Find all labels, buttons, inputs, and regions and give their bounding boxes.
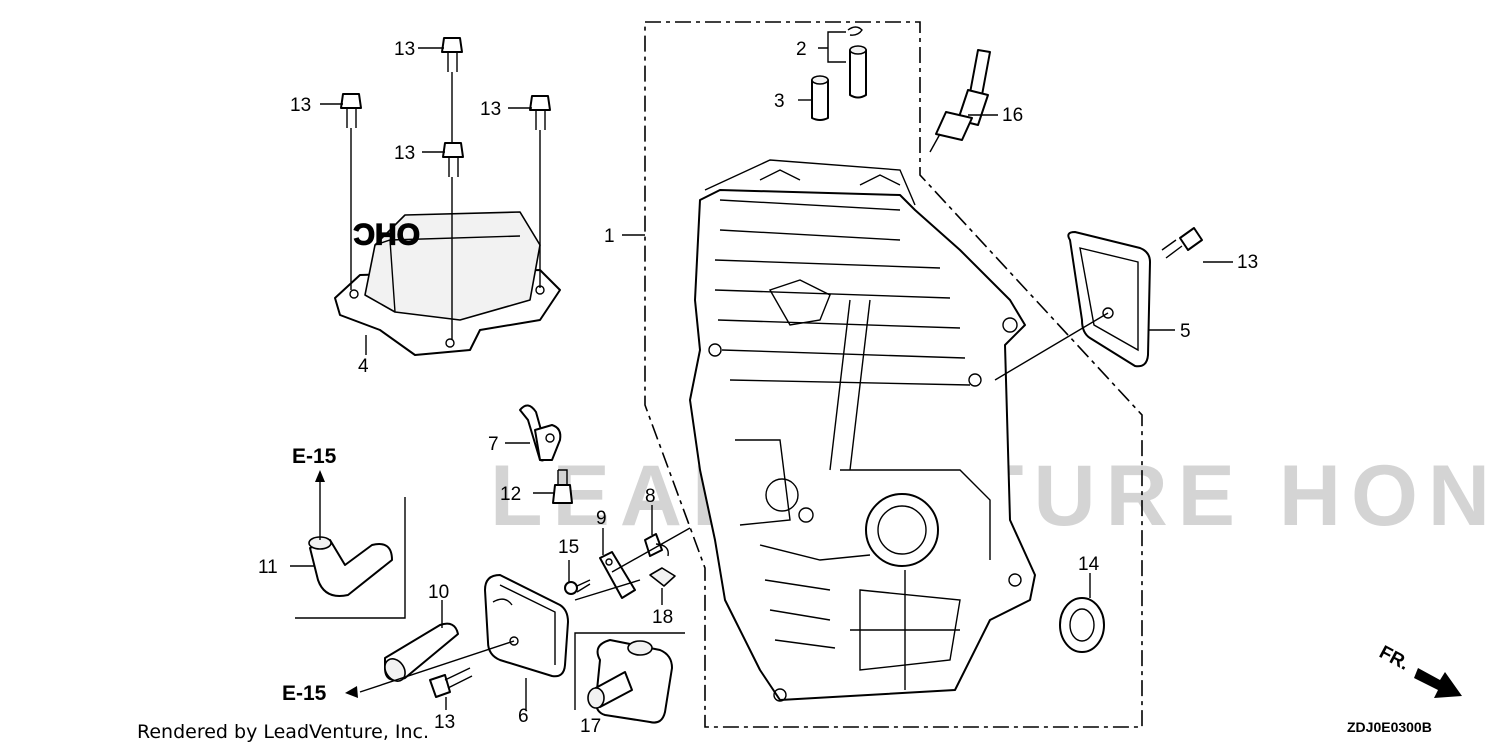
callout-8: 8 [645, 486, 656, 507]
part-7-bracket[interactable] [519, 404, 562, 462]
rendered-by-credit: Rendered by LeadVenture, Inc. [137, 721, 429, 743]
callout-10: 10 [428, 582, 449, 603]
callout-3: 3 [774, 91, 785, 112]
assembly-boundary-1 [644, 21, 1143, 728]
part-cylinder-barrel[interactable] [689, 159, 1036, 702]
bolt-13-right[interactable] [529, 95, 551, 130]
part-9-plate[interactable] [599, 551, 636, 599]
callout-13-plate: 13 [1237, 252, 1258, 273]
callout-7: 7 [488, 434, 499, 455]
part-10-tube[interactable] [381, 622, 459, 685]
part-6-cover-plate[interactable] [484, 574, 569, 678]
leader-lines [290, 31, 1233, 710]
callout-1: 1 [604, 226, 615, 247]
callout-4: 4 [358, 356, 369, 377]
callout-18: 18 [652, 607, 673, 628]
bolt-13-bottom[interactable] [429, 667, 473, 698]
diagram-code: ZDJ0E0300B [1347, 719, 1432, 735]
part-17-cover[interactable] [587, 639, 673, 724]
front-marker-label: FR. [1376, 642, 1413, 675]
reference-label-upper[interactable]: E-15 [292, 445, 337, 468]
part-14-oil-seal[interactable] [1059, 597, 1105, 653]
callout-17: 17 [580, 716, 601, 737]
part-3-dowel-pin[interactable] [811, 75, 829, 121]
callout-13-left: 13 [290, 95, 311, 116]
callout-9: 9 [596, 508, 607, 529]
callout-11: 11 [258, 557, 278, 578]
part-2-pipe-clip[interactable] [847, 26, 867, 99]
part-18-nut[interactable] [649, 567, 676, 587]
callout-5: 5 [1180, 321, 1191, 342]
bolt-13-plate[interactable] [1161, 227, 1203, 259]
callout-12: 12 [500, 484, 521, 505]
part-11-elbow-hose[interactable] [308, 536, 393, 597]
callout-14: 14 [1078, 554, 1100, 575]
cover-marking: OHC [353, 217, 420, 250]
part-5-plate[interactable] [1067, 231, 1151, 368]
callout-2: 2 [796, 39, 807, 60]
bolt-13-middle[interactable] [442, 142, 464, 177]
callout-13-middle: 13 [394, 143, 415, 164]
reference-label-lower[interactable]: E-15 [282, 682, 327, 705]
callout-15: 15 [558, 537, 579, 558]
reference-arrow-upper [315, 470, 325, 540]
callout-13-top: 13 [394, 39, 415, 60]
callout-13-bottom: 13 [434, 712, 455, 733]
reference-arrow-lower [345, 686, 358, 698]
bolt-13-top[interactable] [441, 37, 463, 72]
front-direction-arrow-icon [1414, 668, 1462, 698]
callout-6: 6 [518, 706, 529, 727]
part-4-head-cover[interactable]: OHC [334, 211, 561, 356]
bolt-13-left[interactable] [340, 93, 362, 128]
callout-13-right: 13 [480, 99, 501, 120]
part-16-spark-plug[interactable] [929, 49, 991, 153]
part-12-bolt[interactable] [552, 469, 573, 504]
callout-16: 16 [1002, 105, 1023, 126]
part-15-screw[interactable] [564, 579, 591, 595]
